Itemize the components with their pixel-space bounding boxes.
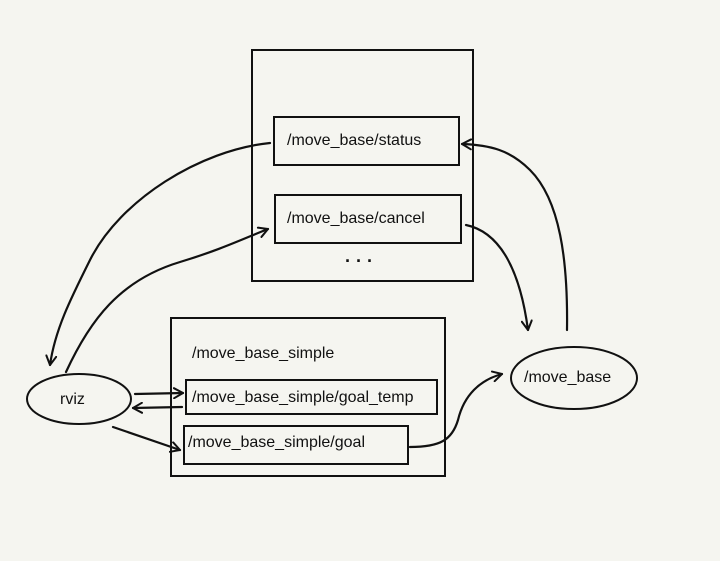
edge-goal-to-move-base [408, 370, 504, 449]
edge-move-base-to-status [460, 138, 569, 332]
edge-cancel-to-move-base [464, 223, 533, 332]
cancel-topic-box [274, 194, 462, 244]
rviz-node-label: rviz [60, 391, 85, 408]
edge-rviz-to-goal [111, 425, 182, 453]
goal-temp-topic-box [185, 379, 438, 415]
status-topic-box [273, 116, 460, 166]
rviz-node [26, 373, 132, 425]
edge-goal-temp-to-rviz [131, 401, 184, 414]
status-topic-label: /move_base/status [287, 132, 422, 149]
cancel-topic-label: /move_base/cancel [287, 210, 425, 227]
move-base-simple-group [170, 317, 446, 477]
move-base-simple-title: /move_base_simple [192, 345, 335, 362]
goal-topic-label: /move_base_simple/goal [188, 434, 365, 451]
move-base-node [510, 346, 638, 410]
edge-rviz-to-goal-temp [133, 387, 185, 400]
edge-rviz-to-cancel [64, 226, 270, 374]
edge-status-to-rviz [45, 141, 272, 367]
goal-temp-topic-label: /move_base_simple/goal_temp [192, 389, 414, 406]
move-base-node-label: /move_base [524, 369, 612, 386]
move-base-topics-group [251, 49, 474, 282]
goal-topic-box [183, 425, 409, 465]
more-topics-ellipsis: · · · [345, 251, 373, 271]
